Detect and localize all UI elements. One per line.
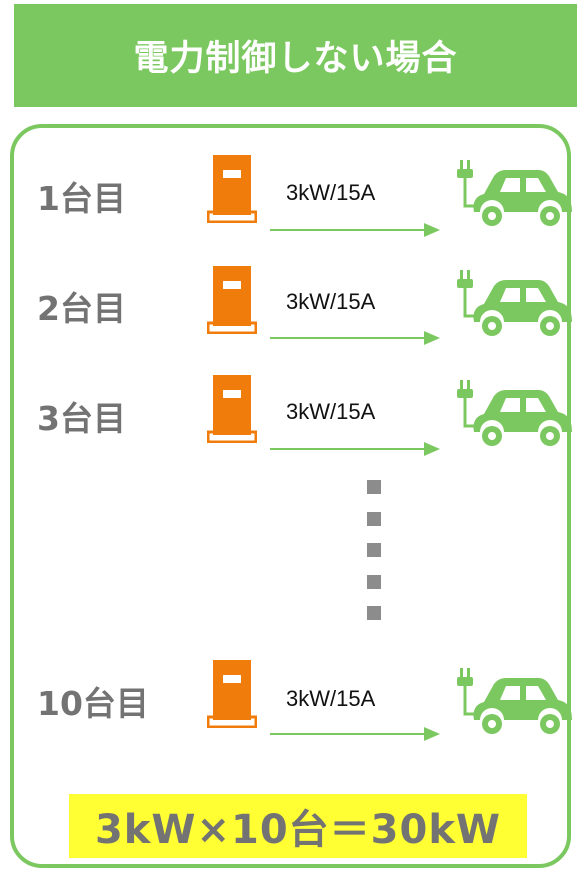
ev-car-icon [454, 380, 574, 450]
ellipsis-dot [367, 512, 381, 526]
ellipsis-dot [367, 575, 381, 589]
content-panel [10, 124, 571, 868]
arrow-icon [270, 331, 440, 345]
row-spec-2: 3kW/15A [286, 289, 376, 314]
charger-icon [207, 660, 257, 728]
charger-icon [207, 375, 257, 443]
row-label-2: 2台目 [37, 289, 126, 328]
charger-icon [207, 266, 257, 334]
total-highlight: 3kW×10台＝30kW [69, 794, 527, 858]
arrow-icon [270, 223, 440, 237]
row-spec-10: 3kW/15A [286, 686, 376, 711]
row-spec-3: 3kW/15A [286, 399, 376, 424]
ev-car-icon [454, 668, 574, 738]
total-text: 3kW×10台＝30kW [94, 807, 502, 853]
ellipsis-dot [367, 480, 381, 494]
header-banner: 電力制御しない場合 [14, 4, 577, 107]
row-label-10: 10台目 [37, 684, 149, 723]
header-title: 電力制御しない場合 [133, 39, 458, 79]
row-label-1: 1台目 [37, 179, 126, 218]
arrow-icon [270, 727, 440, 741]
ev-car-icon [454, 160, 574, 230]
ellipsis-dot [367, 606, 381, 620]
ellipsis-dot [367, 543, 381, 557]
row-spec-1: 3kW/15A [286, 180, 376, 205]
charger-icon [207, 155, 257, 223]
row-label-3: 3台目 [37, 399, 126, 438]
ev-car-icon [454, 270, 574, 340]
arrow-icon [270, 442, 440, 456]
